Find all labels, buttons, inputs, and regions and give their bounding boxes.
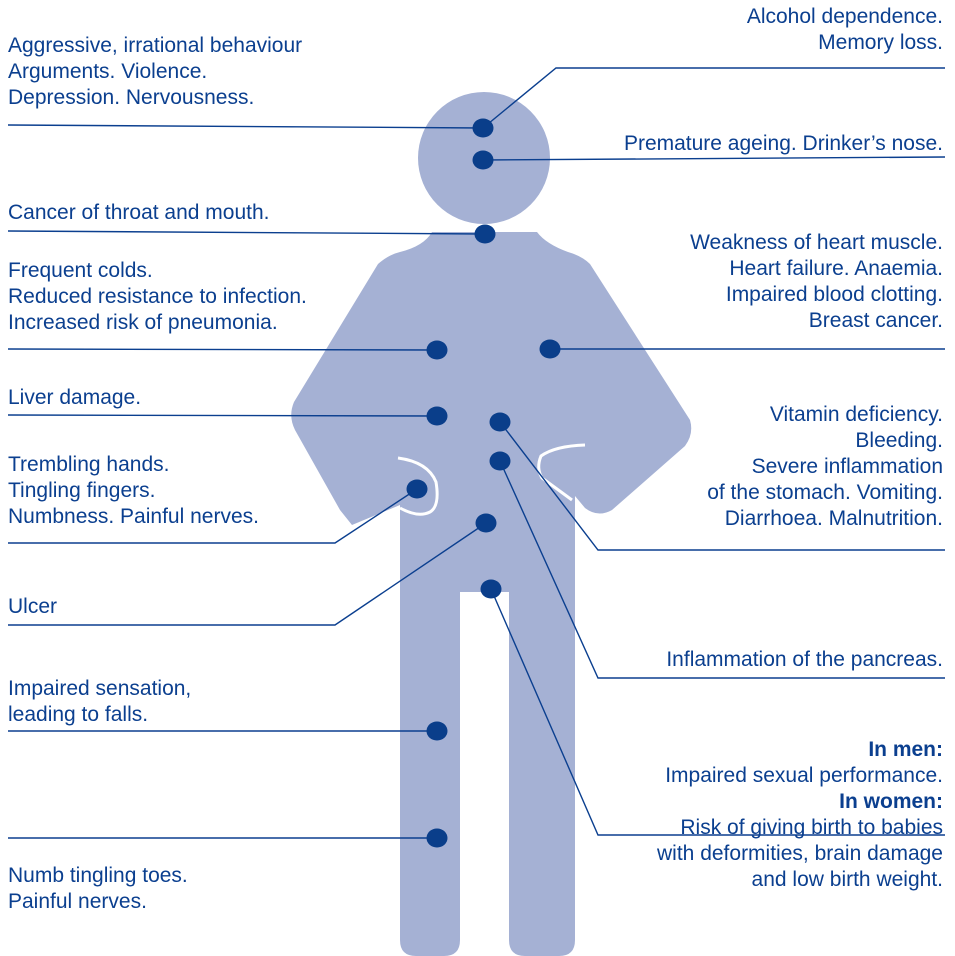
label-line: Arguments. Violence. — [8, 59, 302, 85]
label-line: leading to falls. — [8, 702, 191, 728]
label-toes: Numb tingling toes. Painful nerves. — [8, 863, 188, 915]
dot-thigh — [427, 722, 448, 741]
label-alcohol-dependence: Alcohol dependence. Memory loss. — [747, 4, 943, 56]
label-line: Vitamin deficiency. — [707, 402, 943, 428]
dot-lung — [427, 341, 448, 360]
label-line: Numbness. Painful nerves. — [8, 504, 259, 530]
connector-behaviour — [8, 125, 483, 128]
men-heading: In men: — [657, 737, 943, 763]
dot-stomach — [490, 413, 511, 432]
label-premature-ageing: Premature ageing. Drinker’s nose. — [624, 131, 943, 157]
label-line: Increased risk of pneumonia. — [8, 310, 307, 336]
label-line: and low birth weight. — [657, 867, 943, 893]
label-line: Weakness of heart muscle. — [690, 230, 943, 256]
label-line: Painful nerves. — [8, 889, 188, 915]
label-line: Breast cancer. — [690, 308, 943, 334]
label-line: Bleeding. — [707, 428, 943, 454]
label-line: Depression. Nervousness. — [8, 85, 302, 111]
label-sensation: Impaired sensation, leading to falls. — [8, 676, 191, 728]
connector-throat — [8, 231, 485, 234]
dot-groin — [481, 580, 502, 599]
label-line: Alcohol dependence. — [747, 4, 943, 30]
label-ulcer: Ulcer — [8, 594, 57, 620]
label-line: Severe inflammation — [707, 454, 943, 480]
connector-alcohol — [483, 68, 945, 128]
dot-ulcer — [476, 514, 497, 533]
dot-heart — [540, 340, 561, 359]
dot-foot — [427, 829, 448, 848]
label-pancreas: Inflammation of the pancreas. — [666, 647, 943, 673]
label-stomach: Vitamin deficiency. Bleeding. Severe inf… — [707, 402, 943, 532]
label-line: Heart failure. Anaemia. — [690, 256, 943, 282]
label-throat: Cancer of throat and mouth. — [8, 200, 270, 226]
dot-liver — [427, 407, 448, 426]
label-line: Premature ageing. Drinker’s nose. — [624, 131, 943, 157]
dot-throat — [475, 225, 496, 244]
label-line: Impaired sensation, — [8, 676, 191, 702]
label-sexual-effects: In men: Impaired sexual performance. In … — [657, 737, 943, 893]
label-line: Aggressive, irrational behaviour — [8, 33, 302, 59]
label-line: Inflammation of the pancreas. — [666, 647, 943, 673]
label-hands: Trembling hands. Tingling fingers. Numbn… — [8, 452, 259, 530]
label-liver: Liver damage. — [8, 385, 141, 411]
connector-ageing — [483, 157, 945, 160]
label-line: Impaired blood clotting. — [690, 282, 943, 308]
label-line: Numb tingling toes. — [8, 863, 188, 889]
connector-lungs — [8, 349, 437, 350]
label-line: Ulcer — [8, 594, 57, 620]
label-line: Tingling fingers. — [8, 478, 259, 504]
label-line: Risk of giving birth to babies — [657, 815, 943, 841]
dot-hand — [407, 480, 428, 499]
label-line: Frequent colds. — [8, 258, 307, 284]
connector-liver — [8, 415, 437, 416]
women-heading: In women: — [657, 789, 943, 815]
label-lungs: Frequent colds. Reduced resistance to in… — [8, 258, 307, 336]
label-line: Impaired sexual performance. — [657, 763, 943, 789]
label-line: with deformities, brain damage — [657, 841, 943, 867]
label-line: Cancer of throat and mouth. — [8, 200, 270, 226]
label-line: Trembling hands. — [8, 452, 259, 478]
label-behaviour: Aggressive, irrational behaviour Argumen… — [8, 33, 302, 111]
dot-pancreas — [490, 452, 511, 471]
dot-brain — [473, 119, 494, 138]
label-line: Reduced resistance to infection. — [8, 284, 307, 310]
label-line: of the stomach. Vomiting. — [707, 480, 943, 506]
label-heart: Weakness of heart muscle. Heart failure.… — [690, 230, 943, 334]
label-line: Memory loss. — [747, 30, 943, 56]
label-line: Liver damage. — [8, 385, 141, 411]
dot-nose — [473, 151, 494, 170]
label-line: Diarrhoea. Malnutrition. — [707, 506, 943, 532]
